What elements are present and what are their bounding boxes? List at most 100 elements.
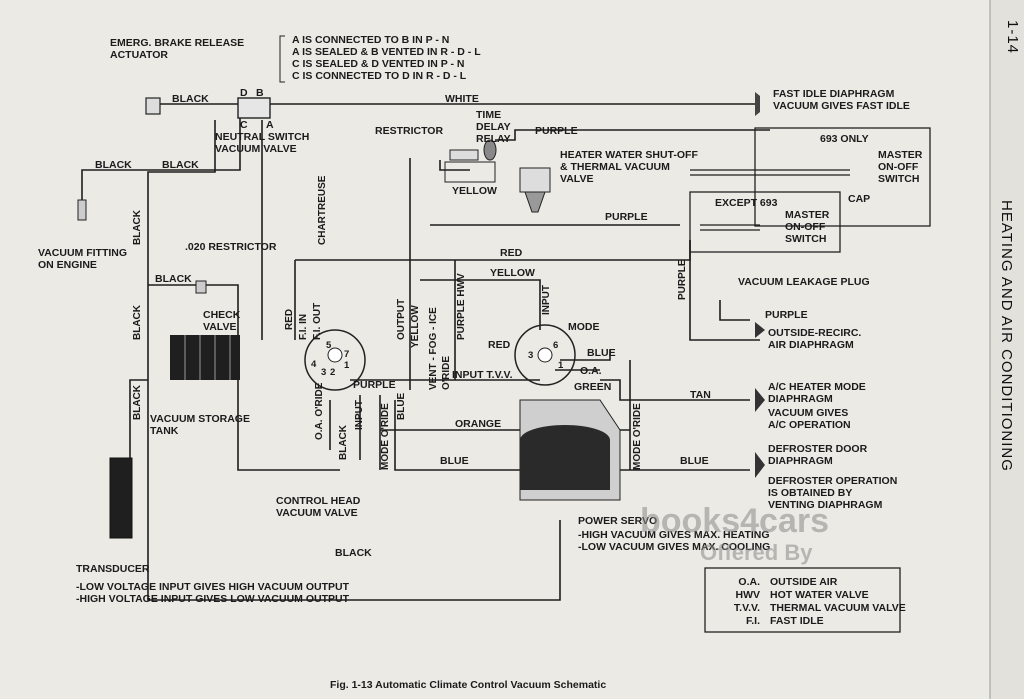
master-693-label-1: MASTER: [878, 149, 923, 161]
purple-hwv-label: PURPLE HWV: [456, 273, 467, 340]
hose-yellow-mid: [420, 279, 541, 300]
control-head-valve-shape: [304, 329, 366, 391]
input-label-low: INPUT: [354, 400, 365, 430]
neutral-switch-shape: [237, 97, 271, 119]
defroster-label-4: IS OBTAINED BY: [768, 487, 852, 499]
except-693-label: EXCEPT 693: [715, 197, 778, 209]
hose-purple-right: [689, 240, 760, 341]
fast-idle-diaphragm-shape: [755, 92, 760, 116]
control-head-v: [327, 347, 343, 363]
control-head-label-1: CONTROL HEAD: [276, 495, 361, 507]
transducer-label-3: -HIGH VOLTAGE INPUT GIVES LOW VACUUM OUT…: [76, 593, 350, 605]
outside-recirc-label-1: OUTSIDE-RECIRC.: [768, 327, 861, 339]
cap-label: CAP: [848, 193, 870, 205]
hose-blue-right: [560, 350, 611, 361]
black-label-left2: BLACK: [162, 159, 199, 171]
power-servo-shape: [519, 399, 621, 501]
black-label-top: BLACK: [172, 93, 209, 105]
blue-label-right: BLUE: [587, 347, 616, 359]
tank-label-2: TANK: [150, 425, 179, 437]
fi-out-label: F.I. OUT: [312, 303, 323, 340]
chartreuse-label: CHARTREUSE: [317, 175, 328, 245]
port-c: C: [240, 119, 248, 131]
hose-blue: [394, 400, 750, 471]
ac-heater-label-4: A/C OPERATION: [768, 419, 851, 431]
purple-label-top: PURPLE: [535, 125, 578, 137]
oa-oride-label: O.A. O'RIDE: [314, 382, 325, 440]
yellow-label-mid: YELLOW: [490, 267, 535, 279]
legend-meaning-tvv: THERMAL VACUUM VALVE: [770, 602, 906, 614]
black-label-vert2: BLACK: [132, 304, 143, 340]
black-label-vert3: BLACK: [132, 384, 143, 420]
neutral-switch-label-1: NEUTRAL SWITCH: [215, 131, 309, 143]
svg-text:2: 2: [330, 367, 335, 378]
hose-tan: [600, 379, 750, 401]
watermark-main: books4cars: [640, 502, 829, 540]
purple-label-vert-right: PURPLE: [677, 259, 688, 300]
master-label-2: ON-OFF: [785, 221, 826, 233]
transducer-label-2: -LOW VOLTAGE INPUT GIVES HIGH VACUUM OUT…: [76, 581, 350, 593]
emerg-brake-label-1: EMERG. BRAKE RELEASE: [110, 37, 244, 49]
tan-label: TAN: [690, 389, 711, 401]
ac-heater-label-1: A/C HEATER MODE: [768, 381, 866, 393]
black-label-vert-ch: BLACK: [338, 424, 349, 460]
hose-black-left: [81, 112, 241, 200]
watermark-sub: Offered By: [700, 540, 813, 565]
mode-label: MODE: [568, 321, 600, 333]
legend-abbr-tvv: T.V.V.: [734, 602, 760, 614]
svg-text:5: 5: [326, 340, 332, 351]
note-1: A IS CONNECTED TO B IN P - N: [292, 34, 449, 46]
restrictor-shape: [449, 149, 479, 161]
note-3: C IS SEALED & D VENTED IN P - N: [292, 58, 465, 70]
leakage-plug-label: VACUUM LEAKAGE PLUG: [738, 276, 870, 288]
relay-label-3: RELAY: [476, 133, 511, 145]
orange-label: ORANGE: [455, 418, 501, 430]
master-label-1: MASTER: [785, 209, 830, 221]
hose-yellow-relay: [439, 160, 470, 171]
heater-valve-bottom: [524, 191, 546, 213]
side-title: HEATING AND AIR CONDITIONING: [998, 200, 1015, 472]
black-label-left: BLACK: [95, 159, 132, 171]
only-693-label: 693 ONLY: [820, 133, 869, 145]
check-valve-shape: [195, 280, 207, 294]
outside-recirc-diaphragm: [755, 322, 765, 338]
mode-oride-label: MODE O'RIDE: [380, 403, 391, 470]
check-valve-label-1: CHECK: [203, 309, 241, 321]
legend-meaning-hwv: HOT WATER VALVE: [770, 589, 869, 601]
transducer-shape: [109, 457, 133, 539]
yellow-box: [444, 161, 496, 183]
input-tvv-label: INPUT T.V.V.: [452, 369, 513, 381]
purple-label-low: PURPLE: [353, 379, 396, 391]
power-servo-label-1: POWER SERVO: [578, 515, 657, 527]
black-label-check: BLACK: [155, 273, 192, 285]
black-label-vert: BLACK: [132, 209, 143, 245]
red-label-low: RED: [488, 339, 511, 351]
yellow-label-vert: YELLOW: [410, 305, 421, 348]
svg-text:3: 3: [321, 367, 326, 378]
hose-black-tank: [129, 379, 148, 460]
vent-fog-ice-label: VENT - FOG - ICE: [428, 307, 439, 390]
hose-black-main: [147, 120, 561, 601]
master-693-label-3: SWITCH: [878, 173, 919, 185]
tank-label-1: VACUUM STORAGE: [150, 413, 250, 425]
oa-label: O.A.: [580, 365, 602, 377]
blue-label-right-low: BLUE: [680, 455, 709, 467]
fast-idle-label-2: VACUUM GIVES FAST IDLE: [773, 100, 910, 112]
port-d: D: [240, 87, 248, 99]
transducer-label-1: TRANSDUCER: [76, 563, 150, 575]
vacuum-storage-tank-shape: [170, 335, 240, 380]
red-label: RED: [500, 247, 523, 259]
port-numbers: 5 4 3 2 7 1 6 3 1: [311, 340, 564, 378]
hose-purple-top: [495, 129, 770, 141]
purple-label-mid: PURPLE: [605, 211, 648, 223]
svg-text:7: 7: [344, 349, 349, 360]
defroster-diaphragm: [755, 452, 765, 478]
defroster-label-5: VENTING DIAPHRAGM: [768, 499, 883, 511]
neutral-switch-label-2: VACUUM VALVE: [215, 143, 297, 155]
legend-meaning-fi: FAST IDLE: [770, 615, 824, 627]
output-label: OUTPUT: [396, 299, 407, 340]
relay-shape: [483, 139, 497, 161]
note-2: A IS SEALED & B VENTED IN R - D - L: [292, 46, 481, 58]
legend-abbr-fi: F.I.: [746, 615, 760, 627]
